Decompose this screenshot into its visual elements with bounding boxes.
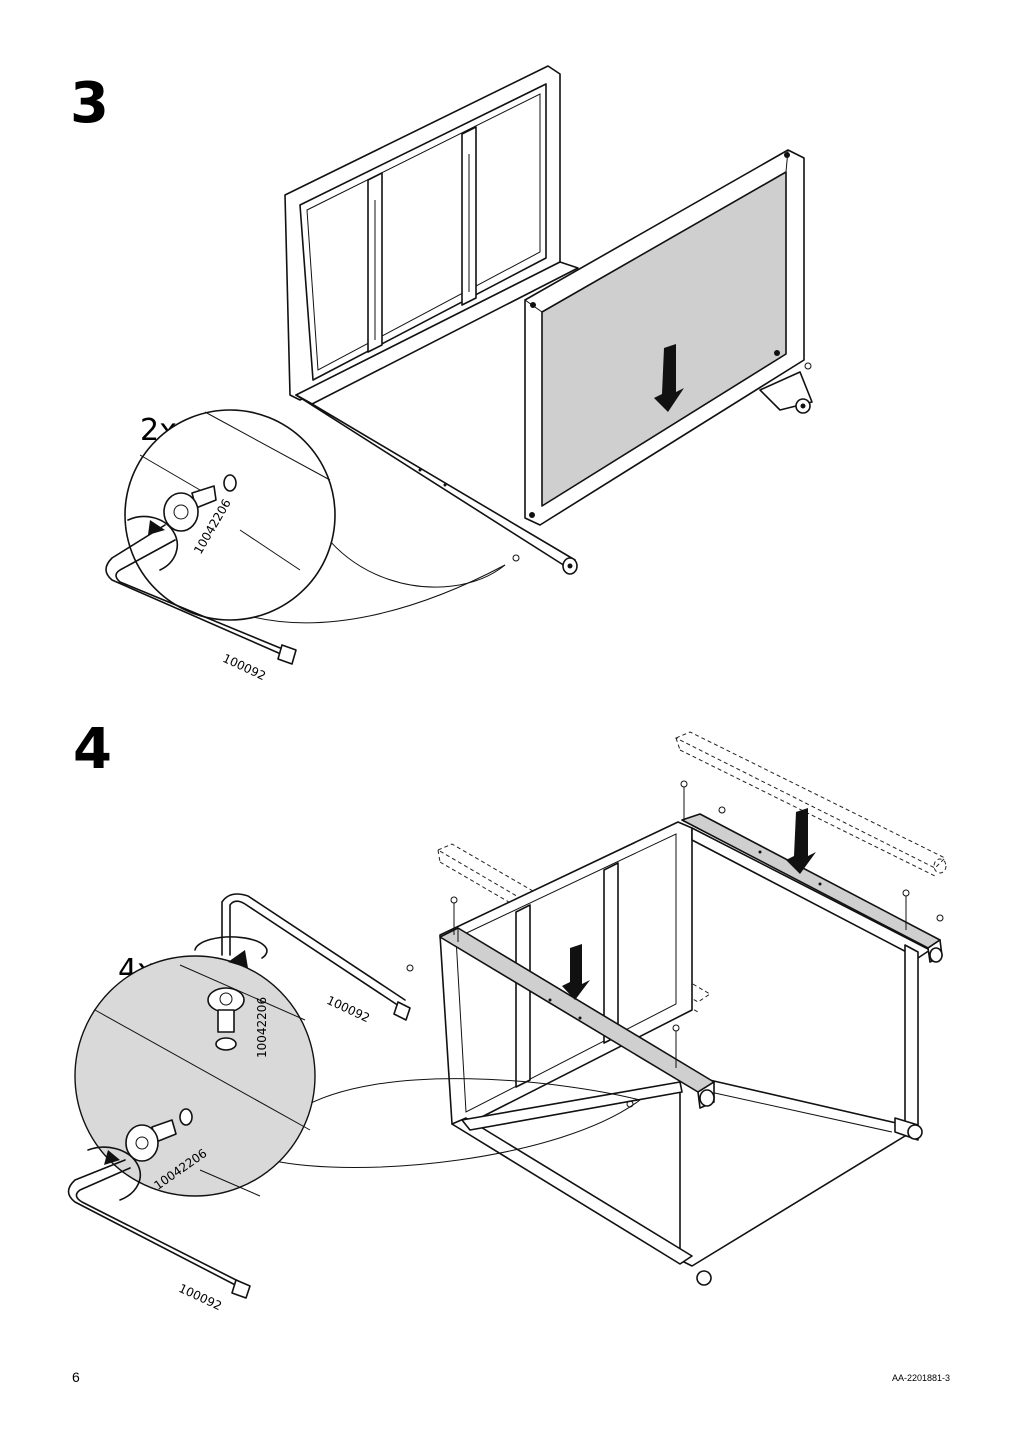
rotate-clockwise-icon <box>127 515 178 571</box>
document-code: AA-2201881-3 <box>891 1373 950 1383</box>
arrow-down-icon <box>654 344 684 412</box>
top-rail-front <box>439 927 715 1109</box>
arrow-down-icon <box>562 944 590 1000</box>
allen-key-icon <box>221 893 411 1021</box>
page-number: 6 <box>72 1369 80 1385</box>
cabinet-frame <box>439 821 931 1286</box>
rail-foot-right <box>759 371 813 414</box>
step-3-number: 3 <box>70 71 109 136</box>
top-rail-back <box>681 813 943 963</box>
side-panel <box>524 149 805 526</box>
screw-icon <box>512 362 812 562</box>
rotate-clockwise-icon <box>194 936 268 968</box>
detail-callout-3 <box>124 409 506 624</box>
allen-key-icon <box>105 524 297 665</box>
rotate-clockwise-icon <box>87 1146 142 1201</box>
arrow-down-icon <box>786 808 816 874</box>
ghost-rail-top <box>674 731 947 877</box>
screw-icon <box>125 1108 193 1162</box>
step-3-illustration <box>105 65 813 665</box>
bottom-rail <box>295 394 578 575</box>
step-4-number: 4 <box>73 717 112 782</box>
side-frame-back <box>284 65 579 405</box>
screw-icon <box>406 780 944 1108</box>
step-4-screw-part-number-a: 10042206 <box>255 996 269 1058</box>
allen-key-icon <box>67 1159 251 1299</box>
screw-icon <box>163 474 237 532</box>
screw-icon <box>207 987 245 1051</box>
